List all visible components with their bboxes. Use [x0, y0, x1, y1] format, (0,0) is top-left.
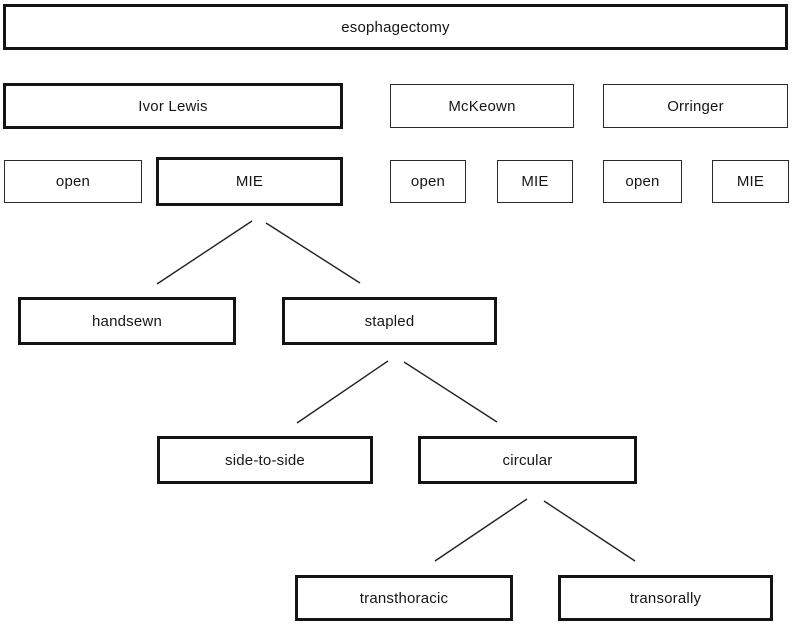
- node-orringer: Orringer: [603, 84, 788, 128]
- node-orringer-mie: MIE: [712, 160, 789, 203]
- node-ivor-lewis-mie: MIE: [156, 157, 343, 206]
- edge-mie-to-handsewn: [156, 220, 253, 285]
- node-transorally: transorally: [558, 575, 773, 621]
- node-handsewn: handsewn: [18, 297, 236, 345]
- node-ivor-lewis: Ivor Lewis: [3, 83, 343, 129]
- node-orringer-open: open: [603, 160, 682, 203]
- node-mckeown-open: open: [390, 160, 466, 203]
- edge-stapled-to-side: [296, 360, 389, 424]
- node-side-to-side: side-to-side: [157, 436, 373, 484]
- node-stapled: stapled: [282, 297, 497, 345]
- edge-mie-to-stapled: [265, 222, 361, 284]
- node-ivor-lewis-open: open: [4, 160, 142, 203]
- node-mckeown: McKeown: [390, 84, 574, 128]
- node-esophagectomy: esophagectomy: [3, 4, 788, 50]
- node-mckeown-mie: MIE: [497, 160, 573, 203]
- edge-circular-to-transthoracic: [434, 498, 528, 562]
- node-circular: circular: [418, 436, 637, 484]
- node-transthoracic: transthoracic: [295, 575, 513, 621]
- edge-stapled-to-circular: [403, 361, 498, 423]
- edge-circular-to-transorally: [543, 500, 636, 562]
